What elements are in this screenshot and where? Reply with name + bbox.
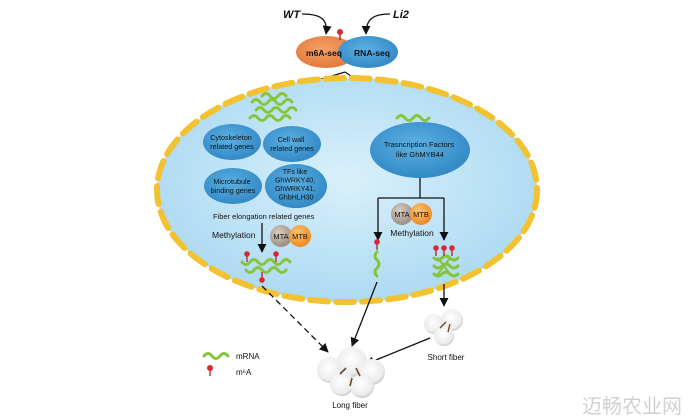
long-fiber-cotton-image bbox=[317, 347, 385, 398]
li2-arrow bbox=[361, 13, 391, 35]
cell-wall-genes-ellipse bbox=[263, 126, 321, 162]
mta-label-left: MTA bbox=[273, 232, 288, 241]
rna-seq-ellipse bbox=[338, 36, 398, 68]
mrna-bundle-left bbox=[248, 92, 298, 122]
tf-right-ellipse bbox=[370, 122, 470, 178]
cytoskeleton-genes-ellipse bbox=[203, 124, 261, 160]
legend-m6a-icon bbox=[207, 365, 213, 376]
methylated-mrna-left bbox=[240, 251, 292, 283]
tf-right-label: Trasncription Factors like GhMYB44 bbox=[384, 140, 456, 159]
legend-mrna-icon bbox=[202, 352, 230, 360]
microtubule-genes-ellipse bbox=[204, 168, 262, 204]
methylation-label-left: Methylation bbox=[212, 230, 256, 240]
legend-m6a-label: m⁶A bbox=[236, 368, 252, 377]
mta-label-right: MTA bbox=[394, 210, 409, 219]
arrow-short-to-long bbox=[365, 337, 431, 366]
short-fiber-label: Short fiber bbox=[428, 353, 465, 362]
m6a-seq-ellipse bbox=[296, 36, 356, 68]
cell-wall-genes-label: Cell wall related genes bbox=[270, 135, 314, 153]
tfs-genes-label: TFs like GhWRKY40, GhWRKY41, GhbHLH30 bbox=[275, 169, 317, 202]
rna-seq-label: RNA-seq bbox=[354, 48, 390, 58]
fiber-genes-label: Fiber elongation related genes bbox=[213, 212, 315, 221]
m6a-marker-seq bbox=[337, 29, 343, 40]
legend-mrna-label: mRNA bbox=[236, 352, 260, 361]
mtb-label-right: MTB bbox=[413, 210, 429, 219]
m6a-seq-label: m6A-seq bbox=[306, 48, 342, 58]
microtubule-genes-label: Microtubule binding genes bbox=[211, 177, 256, 195]
cytoskeleton-genes-label: Cytoskeleton related genes bbox=[210, 133, 254, 151]
watermark: 迈畅农业网 bbox=[582, 394, 682, 418]
mtb-circle-right bbox=[410, 203, 432, 225]
dashed-arrow-to-long-fiber bbox=[261, 285, 329, 353]
mta-circle-left bbox=[270, 225, 292, 247]
mtb-circle-left bbox=[289, 225, 311, 247]
wt-arrow bbox=[301, 13, 332, 35]
mtb-label-left: MTB bbox=[292, 232, 308, 241]
mrna-right bbox=[395, 114, 431, 122]
methylated-mrna-right-single bbox=[373, 239, 381, 278]
long-fiber-label: Long fiber bbox=[332, 401, 368, 410]
arrow-right-to-long-fiber bbox=[350, 281, 378, 347]
bracket-arrows-right bbox=[373, 178, 449, 241]
wt-label: WT bbox=[283, 9, 301, 21]
tfs-genes-ellipse bbox=[265, 164, 327, 208]
li2-label: Li2 bbox=[393, 9, 409, 21]
methylation-label-right: Methylation bbox=[390, 228, 434, 238]
short-fiber-cotton-image bbox=[424, 309, 463, 346]
mta-circle-right bbox=[391, 203, 413, 225]
methylated-mrna-right-bundle bbox=[432, 245, 460, 278]
